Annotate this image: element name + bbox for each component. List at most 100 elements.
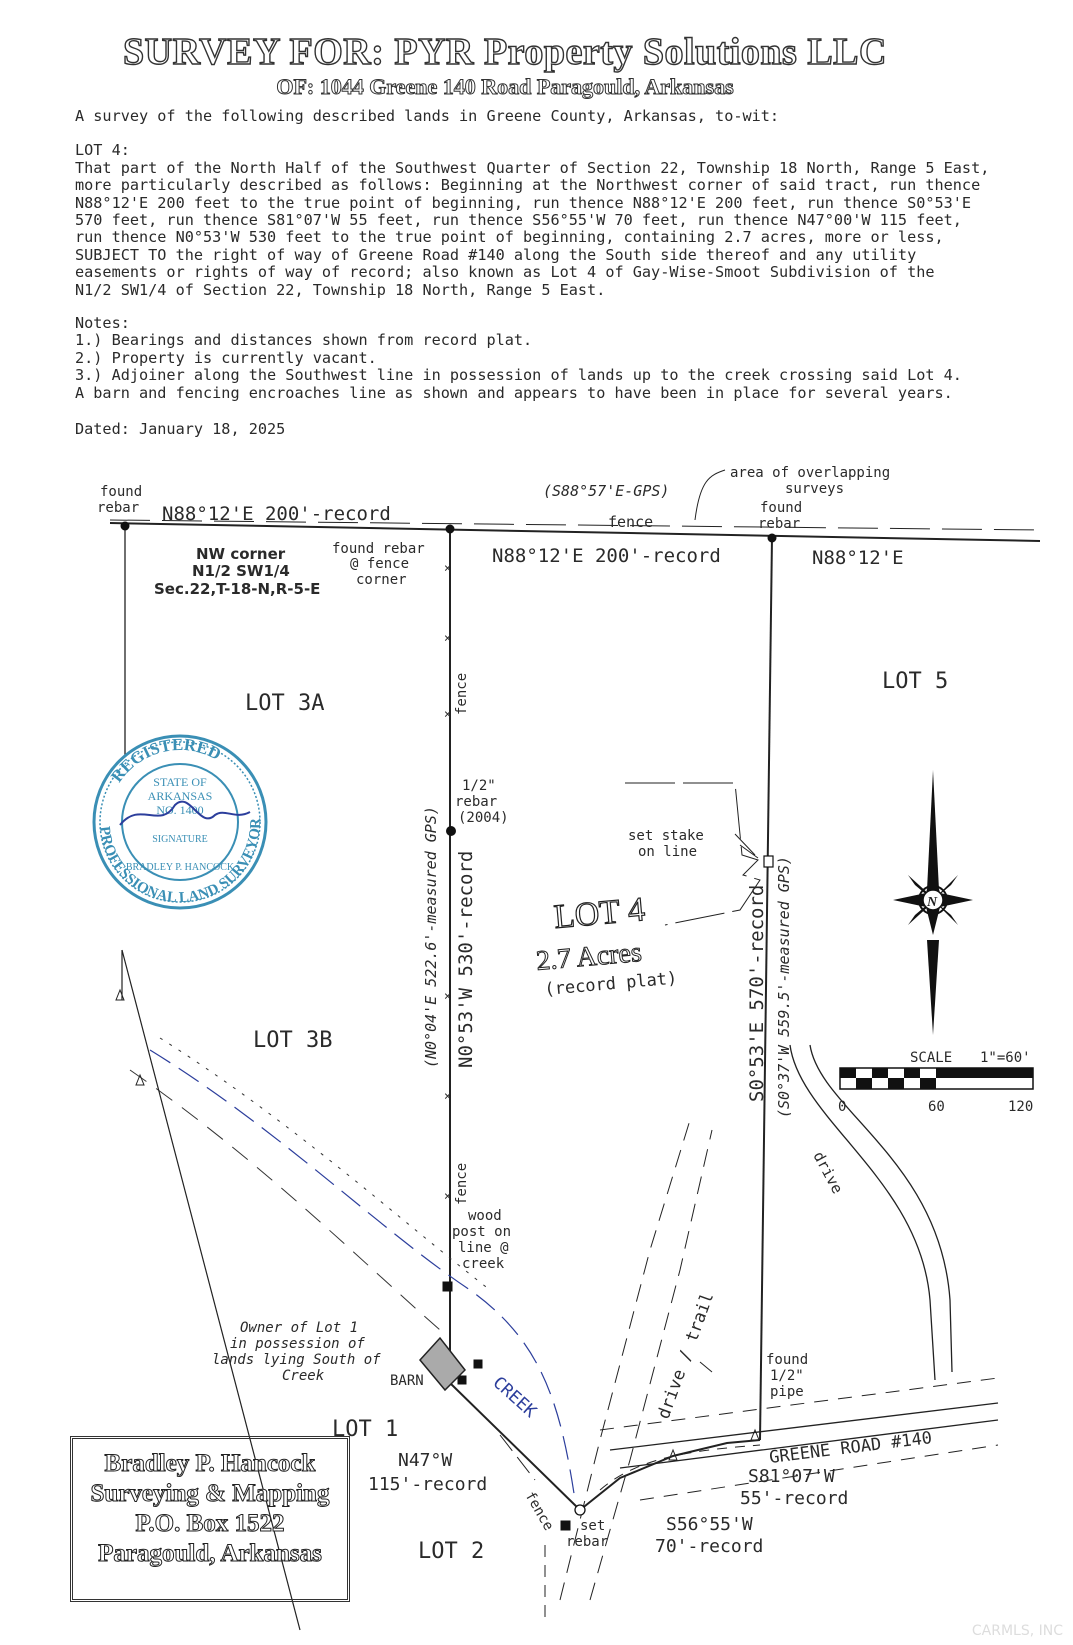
label-owner-3: lands lying South of [212,1352,381,1368]
svg-text:×: × [444,707,451,721]
barn-shape [419,1336,466,1392]
label-sw-bearing-2: 115'-record [368,1474,487,1495]
label-lot5: LOT 5 [882,669,948,694]
description-line: N1/2 SW1/4 of Section 22, Township 18 No… [75,280,606,299]
label-found-rebar-2: found [760,500,802,516]
surveyor-seal: REGISTERED PROFESSIONAL LAND SURVEYOR ST… [92,734,268,910]
label-overlap-2: surveys [785,481,844,497]
label-s81-dist: 55'-record [740,1488,848,1509]
label-found-pipe-2: 1/2" [770,1368,804,1384]
description-line: run thence N0°53'W 530 feet to the true … [75,228,944,247]
label-east-record: S0°53'E 570'-record [746,885,768,1102]
seal-signature-label: SIGNATURE [152,834,208,845]
north-arrow-icon: N [893,770,973,1035]
creek-bank-south [129,1069,441,1331]
legal-description: A survey of the following described land… [75,107,990,299]
label-found-pipe-3: pipe [770,1384,804,1400]
drive-line-east [809,1044,953,1373]
label-nw-corner-1: NW corner [196,545,286,563]
notes-heading: Notes: [75,314,130,332]
label-barn: BARN [390,1373,424,1389]
notes-section: Notes:1.) Bearings and distances shown f… [75,314,962,402]
lot4-southwest-boundary [449,1382,581,1511]
note-line: A barn and fencing encroaches line as sh… [75,383,953,402]
road-edge-north [609,1402,999,1451]
set-rebar-marker [560,1520,571,1531]
label-nw-corner-3: Sec.22,T-18-N,R-5-E [154,580,320,598]
label-set-stake-1: set stake [628,828,704,844]
label-set-rebar-1: set [580,1518,605,1534]
road-right-of-way-north [599,1377,999,1431]
seal-name: BRADLEY P. HANCOCK [126,862,235,873]
company-service: Surveying & Mapping [90,1480,330,1508]
wood-post-marker [442,1281,453,1292]
found-rebar-fence-corner [445,524,455,534]
label-s81: S81°07'W [748,1466,835,1487]
company-pobox: P.O. Box 1522 [135,1510,285,1538]
label-s56: S56°55'W [666,1514,753,1535]
label-fence-west-1: fence [454,673,470,715]
fence-southwest [499,1434,536,1481]
trail-line-west [559,1119,691,1601]
note-line: 2.) Property is currently vacant. [75,348,377,367]
road-leader [699,1361,713,1373]
description-line: N88°12'E 200 feet to the true point of b… [75,193,972,212]
triangle-marker-pipe [750,1428,760,1441]
stake-leader [734,833,756,856]
label-scale-60: 60 [928,1099,945,1115]
label-creek: CREEK [489,1373,541,1423]
label-fence-sw: fence [522,1489,557,1534]
fence-x-marks: × × × × × × [444,561,451,1203]
lot4-south-boundary [579,1439,761,1511]
label-drive: drive [809,1148,846,1196]
label-lot3b: LOT 3B [253,1028,332,1053]
interior-fence [625,782,761,926]
note-line: 1.) Bearings and distances shown from re… [75,331,533,350]
description-line: That part of the North Half of the South… [75,158,990,177]
southwest-corner-marker [574,1504,586,1516]
lot1-west-line [121,949,301,1631]
lot-heading: LOT 4: [75,141,130,160]
overlap-leader [694,469,726,521]
label-found-rebar-1b: rebar [97,500,139,516]
seal-signature-scribble [119,800,251,826]
map-labels: found rebar N88°12'E 200'-record (S88°57… [97,465,1033,1564]
svg-text:×: × [444,989,451,1003]
svg-text:×: × [444,561,451,575]
label-fence-west-2: fence [454,1163,470,1205]
description-lines: That part of the North Half of the South… [75,158,990,299]
label-set-rebar-2: rebar [566,1534,608,1550]
label-found-rebar-1: found [100,484,142,500]
found-rebar-ne [767,533,777,543]
svg-text:×: × [444,1089,451,1103]
svg-text:N: N [926,895,938,910]
svg-text:×: × [444,1189,451,1203]
description-line: 570 feet, run thence S81°07'W 55 feet, r… [75,211,962,230]
label-north-line-west: N88°12'E 200'-record [162,503,391,525]
label-fence-corner-1: found rebar [332,541,425,557]
label-overlap-1: area of overlapping [730,465,890,481]
label-fence-corner-3: corner [356,572,407,588]
label-lot4-area: 2.7 Acres [535,937,643,977]
label-west-record: N0°53'W 530'-record [455,851,477,1068]
label-scale-ratio: 1"=60' [980,1050,1031,1066]
survey-subtitle: OF: 1044 Greene 140 Road Paragould, Arka… [276,74,734,100]
label-rebar-2004-1: 1/2" [462,778,496,794]
lot4-label: LOT 4 2.7 Acres (record plat) [534,891,678,1000]
label-fence-corner-2: @ fence [350,556,409,572]
seal-state-1: STATE OF [153,775,207,789]
barn-post-1 [473,1359,483,1369]
label-lot2: LOT 2 [418,1539,484,1564]
creek-bank-north [159,1037,491,1291]
label-nw-corner-2: N1/2 SW1/4 [192,562,290,580]
north-boundary-line [109,522,1041,542]
label-owner-4: Creek [282,1368,325,1384]
label-wood-post-4: creek [462,1256,505,1272]
notes-lines: 1.) Bearings and distances shown from re… [75,331,962,402]
barn-post-2 [457,1375,467,1385]
creek-line [149,1049,576,1501]
label-owner-2: in possession of [230,1336,365,1352]
label-lot4-title: LOT 4 [552,891,646,936]
label-gps-bearing: (S88°57'E-GPS) [543,482,669,500]
